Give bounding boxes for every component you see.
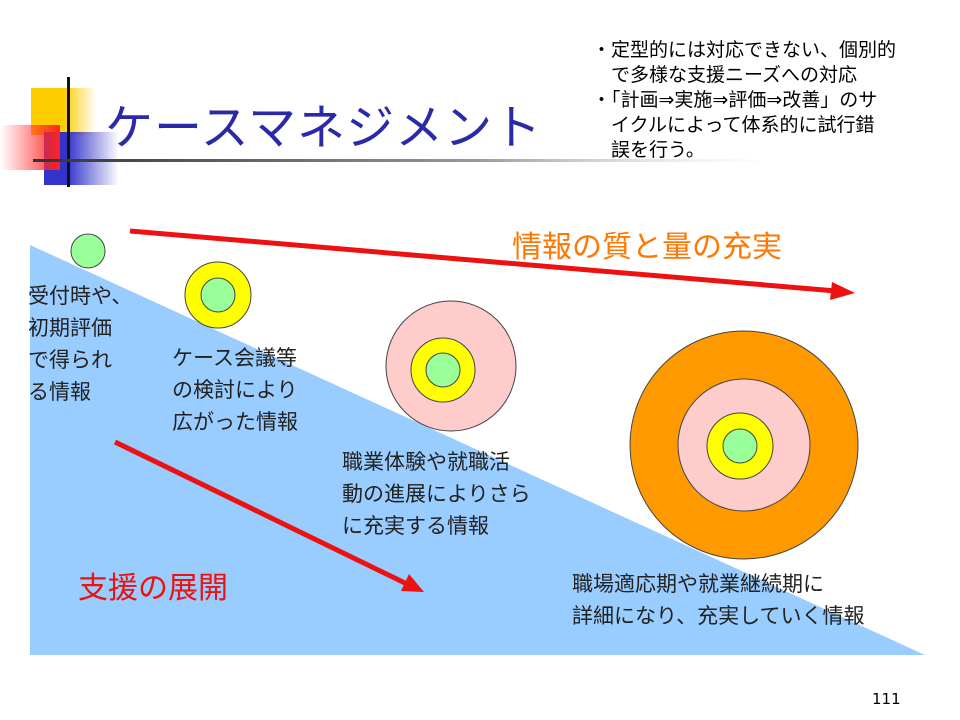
slide-title: ケースマネジメント [105,100,543,156]
stage2-circles [184,261,252,329]
stage-label-2: ケース会議等 の検討により 広がった情報 [172,346,298,434]
stage4-circles [629,330,859,560]
stage1-circles [70,233,106,269]
quality-arrow [129,228,855,300]
stage-label-1: 受付時や、 初期評価 で得られ る情報 [28,284,133,404]
top-arrow-label: 情報の質と量の充実 [512,230,782,265]
stage-label-4: 職場適応期や就業継続期に 詳細になり、充実していく情報 [572,572,865,628]
logo-decoration [0,77,773,187]
support-arrow [113,439,424,592]
support-triangle [30,245,925,655]
bullet-list: ・定型的には対応できない、個別的 で多様な支援ニーズへの対応 ・「計画⇒実施⇒評… [592,39,897,161]
bottom-arrow-label: 支援の展開 [78,571,228,606]
stage3-circles [385,300,517,432]
stage-label-3: 職業体験や就職活 動の進展によりさら に充実する情報 [342,450,531,538]
page-number: 111 [872,690,901,708]
